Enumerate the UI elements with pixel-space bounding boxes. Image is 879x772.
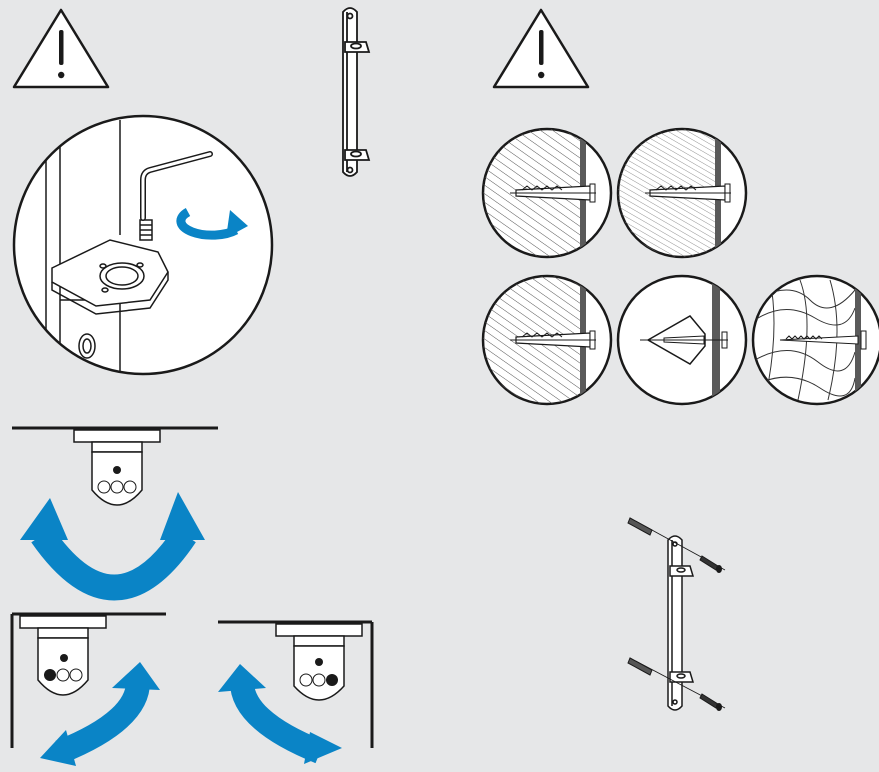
screw-icon (699, 555, 722, 573)
bracket-tighten-with-hex-key (12, 114, 274, 376)
rotate-arrow-icon (176, 208, 248, 240)
anchor-icon (616, 274, 748, 406)
rotate-arrow-icon (40, 662, 160, 766)
anchor-icon (627, 517, 653, 536)
warning-triangle-icon (492, 8, 590, 89)
anchor-icon (751, 274, 879, 406)
swivel-corner-right (218, 620, 374, 764)
anchor-icon (481, 274, 613, 406)
wall-anchor-types (481, 127, 879, 406)
anchor-icon (627, 657, 653, 676)
warning-triangle-icon (12, 8, 110, 89)
rotate-arrow-icon (218, 664, 342, 764)
swivel-ceiling (12, 426, 218, 601)
anchor-icon (481, 127, 613, 259)
screw-icon (699, 693, 722, 711)
rotate-arrow-icon (20, 492, 205, 601)
swivel-corner-left (10, 612, 166, 766)
wall-bracket-front (342, 7, 371, 177)
anchor-icon (616, 127, 748, 259)
bracket-with-screws-and-anchors (627, 517, 726, 711)
